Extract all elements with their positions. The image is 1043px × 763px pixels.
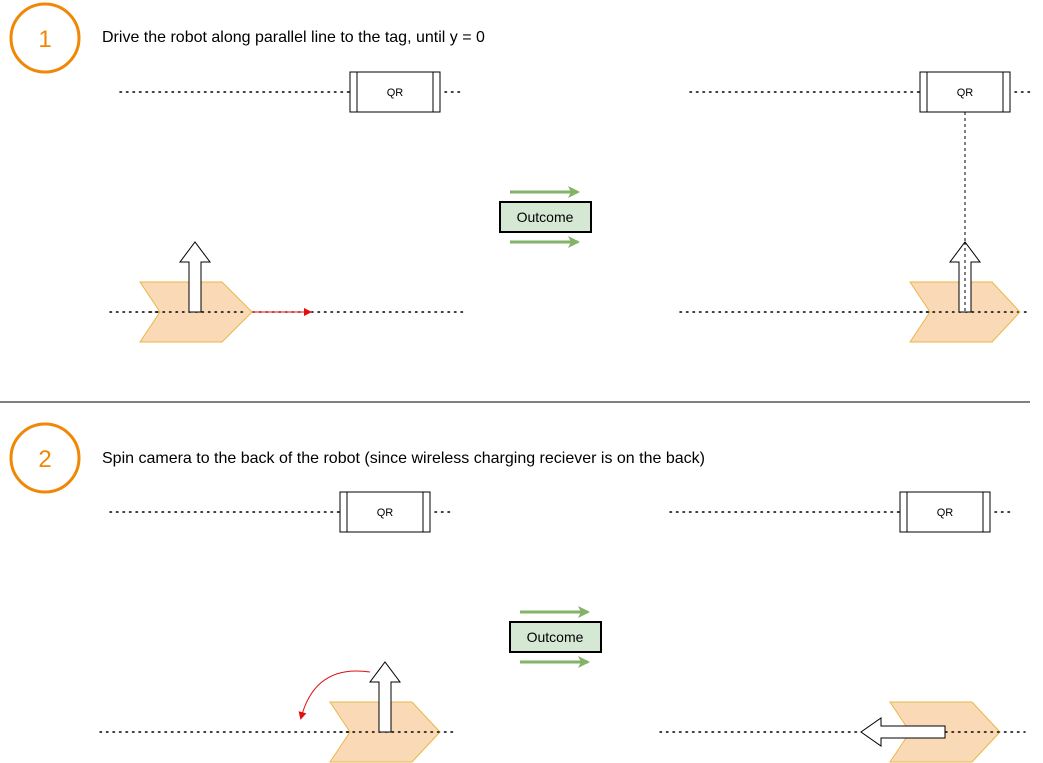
step-2-circle: [9, 422, 81, 494]
camera-arrow-up: [369, 661, 401, 733]
step-2-before-scene: QR: [99, 491, 456, 763]
camera-arrow-up: [179, 241, 211, 313]
step-1-outcome: Outcome: [499, 186, 592, 248]
qr-tag: QR: [899, 491, 991, 533]
camera-arrow-back: [860, 717, 946, 747]
spin-direction-arrow: [298, 670, 371, 720]
step-2-instruction: Spin camera to the back of the robot (si…: [102, 450, 705, 467]
outcome-label: Outcome: [527, 629, 584, 645]
qr-label: QR: [387, 87, 404, 99]
step-1-after-scene: QR: [679, 71, 1031, 343]
step-2: 2 Spin camera to the back of the robot (…: [9, 422, 1026, 763]
camera-arrow-up: [949, 241, 981, 313]
qr-label: QR: [957, 87, 974, 99]
outcome-label: Outcome: [517, 209, 574, 225]
qr-tag: QR: [919, 71, 1011, 113]
step-1-circle: [9, 2, 81, 74]
qr-label: QR: [937, 507, 954, 519]
qr-tag: QR: [349, 71, 441, 113]
step-2-after-scene: QR: [659, 491, 1026, 763]
outcome-box: [509, 621, 602, 653]
step-2-outcome: Outcome: [509, 606, 602, 668]
qr-label: QR: [377, 507, 394, 519]
step-2-number: 2: [38, 446, 51, 473]
qr-tag: QR: [339, 491, 431, 533]
step-1-instruction: Drive the robot along parallel line to t…: [102, 29, 485, 46]
step-1-before-scene: QR: [109, 71, 466, 343]
step-1-number: 1: [38, 26, 51, 53]
step-1: 1 Drive the robot along parallel line to…: [9, 2, 1031, 343]
outcome-box: [499, 201, 592, 233]
